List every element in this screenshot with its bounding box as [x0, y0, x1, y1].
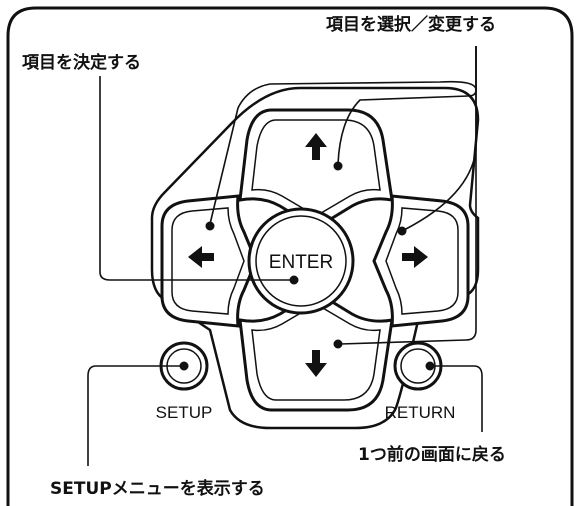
leader-select-left	[209, 80, 477, 225]
arrow-right-icon	[402, 246, 428, 268]
setup-button-label: SETUP	[156, 403, 213, 422]
return-button-label: RETURN	[385, 403, 456, 422]
arrow-down-icon	[305, 350, 327, 377]
leader-dots	[179, 161, 435, 371]
arrow-left-icon	[188, 246, 214, 268]
dpad-up-button[interactable]	[238, 108, 394, 230]
leader-confirm	[99, 76, 294, 281]
callout-previous-screen: 1つ前の画面に戻る	[358, 444, 506, 465]
dpad-right-button[interactable]	[372, 194, 470, 328]
enter-button[interactable]: ENTER	[247, 207, 355, 315]
leader-lines	[87, 46, 483, 466]
enter-button-label: ENTER	[269, 252, 333, 273]
leader-return	[430, 365, 483, 432]
leader-select-down	[339, 46, 477, 345]
return-button[interactable]	[393, 341, 443, 391]
diagram-frame	[6, 6, 574, 506]
arrow-up-icon	[305, 133, 327, 160]
leader-setup	[87, 365, 184, 466]
callout-show-setup-menu: SETUPメニューを表示する	[50, 478, 265, 499]
callout-confirm: 項目を決定する	[22, 52, 141, 73]
callout-select-change: 項目を選択／変更する	[326, 14, 496, 35]
